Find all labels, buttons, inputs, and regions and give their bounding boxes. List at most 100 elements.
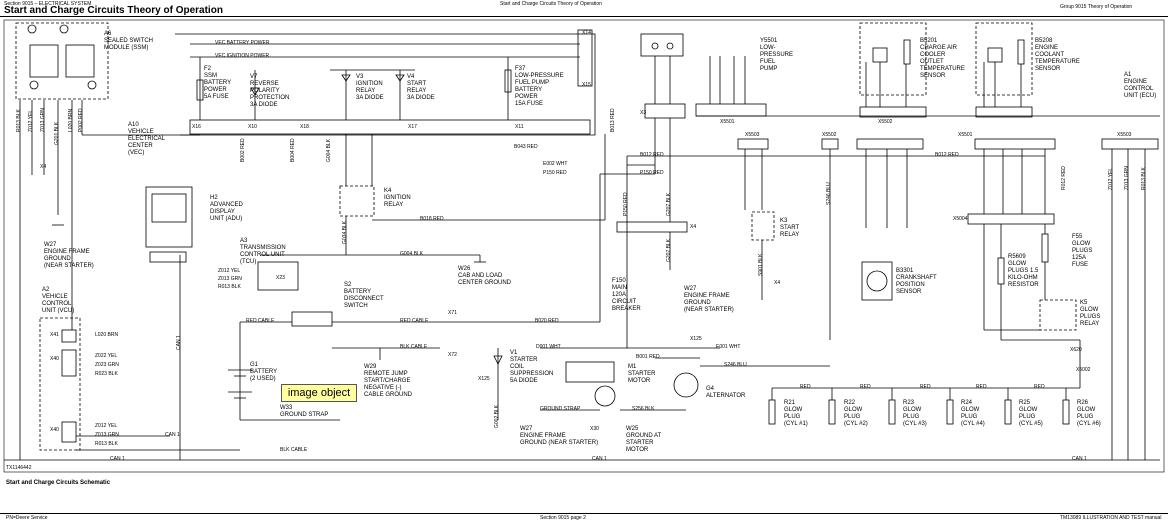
glow-feed-red-d: RED [976, 384, 987, 390]
wire-b013-red: B013 RED [610, 108, 616, 132]
wire-z012-yel-ecu: Z012 YEL [1108, 167, 1114, 190]
wire-r013-blk-vcu: R013 BLK [95, 441, 118, 447]
wire-r023-blk: R023 BLK [95, 371, 118, 377]
wire-p150-red-right: P150 RED [640, 170, 664, 176]
wire-z013-grn-tcu: Z013 GRN [218, 276, 242, 282]
wire-z023-grn: Z023 GRN [95, 362, 119, 368]
wire-g207-blk: G207 BLK [666, 192, 672, 216]
wire-b001-red: B001 RED [636, 354, 660, 360]
can1-label-b: CAN 1 [110, 456, 125, 462]
can1-label-d: CAN 1 [1072, 456, 1087, 462]
h2-adu-box [145, 186, 193, 248]
conn-x5501-b: X5501 [958, 132, 973, 138]
conn-x5501-top: X5501 [720, 119, 735, 125]
wire-b002-red: B002 RED [240, 138, 246, 162]
wire-p150-red-v: P150 RED [623, 192, 629, 216]
page-title: Start and Charge Circuits Theory of Oper… [4, 5, 223, 16]
header-rule [0, 0, 1168, 17]
header-section-label: Section 9015 – ELECTRICAL SYSTEM [4, 1, 92, 7]
blk-cable-label-b: BLK CABLE [400, 344, 428, 350]
wire-s246-blu-v: S246 BLU [826, 182, 832, 205]
conn-x4-b: X4 [690, 224, 697, 230]
conn-x5503-b: X5503 [1117, 132, 1132, 138]
red-cable-label-a: RED CABLE [246, 318, 275, 324]
wire-d001-wht: D001 WHT [536, 344, 561, 350]
conn-x40-b: X40 [50, 427, 59, 433]
conn-x5002: X5002 [1076, 367, 1091, 373]
wire-r013-blk-ecu: R013 BLK [1141, 167, 1147, 190]
wire-s901-blk: S901 BLK [758, 253, 764, 276]
conn-x40-a: X40 [50, 356, 59, 362]
header-group-label: Group 9015 Theory of Operation [1060, 4, 1133, 10]
footer-left-link[interactable]: PN=Deere Service [6, 515, 48, 521]
wire-p002-red: P002 RED [78, 108, 84, 132]
wire-g004-blk: G004 BLK [400, 251, 424, 257]
wire-r013-blk-left: R013 BLK [16, 109, 22, 132]
ground-strap-label: GROUND STRAP [540, 406, 581, 412]
wire-z012-yel-tcu: Z012 YEL [218, 268, 241, 274]
wire-r013-blk-tcu: R013 BLK [218, 284, 241, 290]
a6-module-box [15, 22, 109, 100]
wire-e001-wht: E001 WHT [716, 344, 741, 350]
conn-x125-b: X125 [690, 336, 702, 342]
wire-z012-yel-vcu: Z012 YEL [95, 423, 118, 429]
wire-g201-blk: G201 BLK [54, 121, 60, 145]
conn-x18: X18 [300, 124, 309, 130]
glow-feed-red-e: RED [1034, 384, 1045, 390]
figure-caption: Start and Charge Circuits Schematic [6, 480, 111, 486]
wire-b020-red: B020 RED [535, 318, 559, 324]
red-cable-label-b: RED CABLE [400, 318, 429, 324]
wire-b018-red: B018 RED [420, 216, 444, 222]
wire-g034-blk: G034 BLK [342, 220, 348, 244]
wire-s256-blk: S256 BLK [632, 406, 655, 412]
conn-x5502-b: X5502 [822, 132, 837, 138]
glow-feed-red-c: RED [920, 384, 931, 390]
a10-vec-box [175, 33, 596, 136]
glow-feed-red-a: RED [800, 384, 811, 390]
header-center-label: Start and Charge Circuits Theory of Oper… [500, 1, 602, 7]
wire-b004-red: B004 RED [290, 138, 296, 162]
wire-b012-red: B012 RED [935, 152, 959, 158]
wire-g207-blk-b: G207 BLK [666, 238, 672, 262]
wire-z013-grn-ecu: Z013 GRN [1124, 166, 1130, 190]
wire-z013-grn-vcu: Z013 GRN [95, 432, 119, 438]
vec-ignition-power-label: VEC IGNITION POWER [215, 53, 270, 59]
conn-x5502: X5502 [878, 119, 893, 125]
blk-cable-label: BLK CABLE [280, 447, 308, 453]
conn-x23: X23 [276, 275, 285, 281]
can1-label-c: CAN 1 [592, 456, 607, 462]
image-object-tag[interactable]: image object [281, 384, 357, 402]
wire-g004-blk-v: G004 BLK [326, 138, 332, 162]
